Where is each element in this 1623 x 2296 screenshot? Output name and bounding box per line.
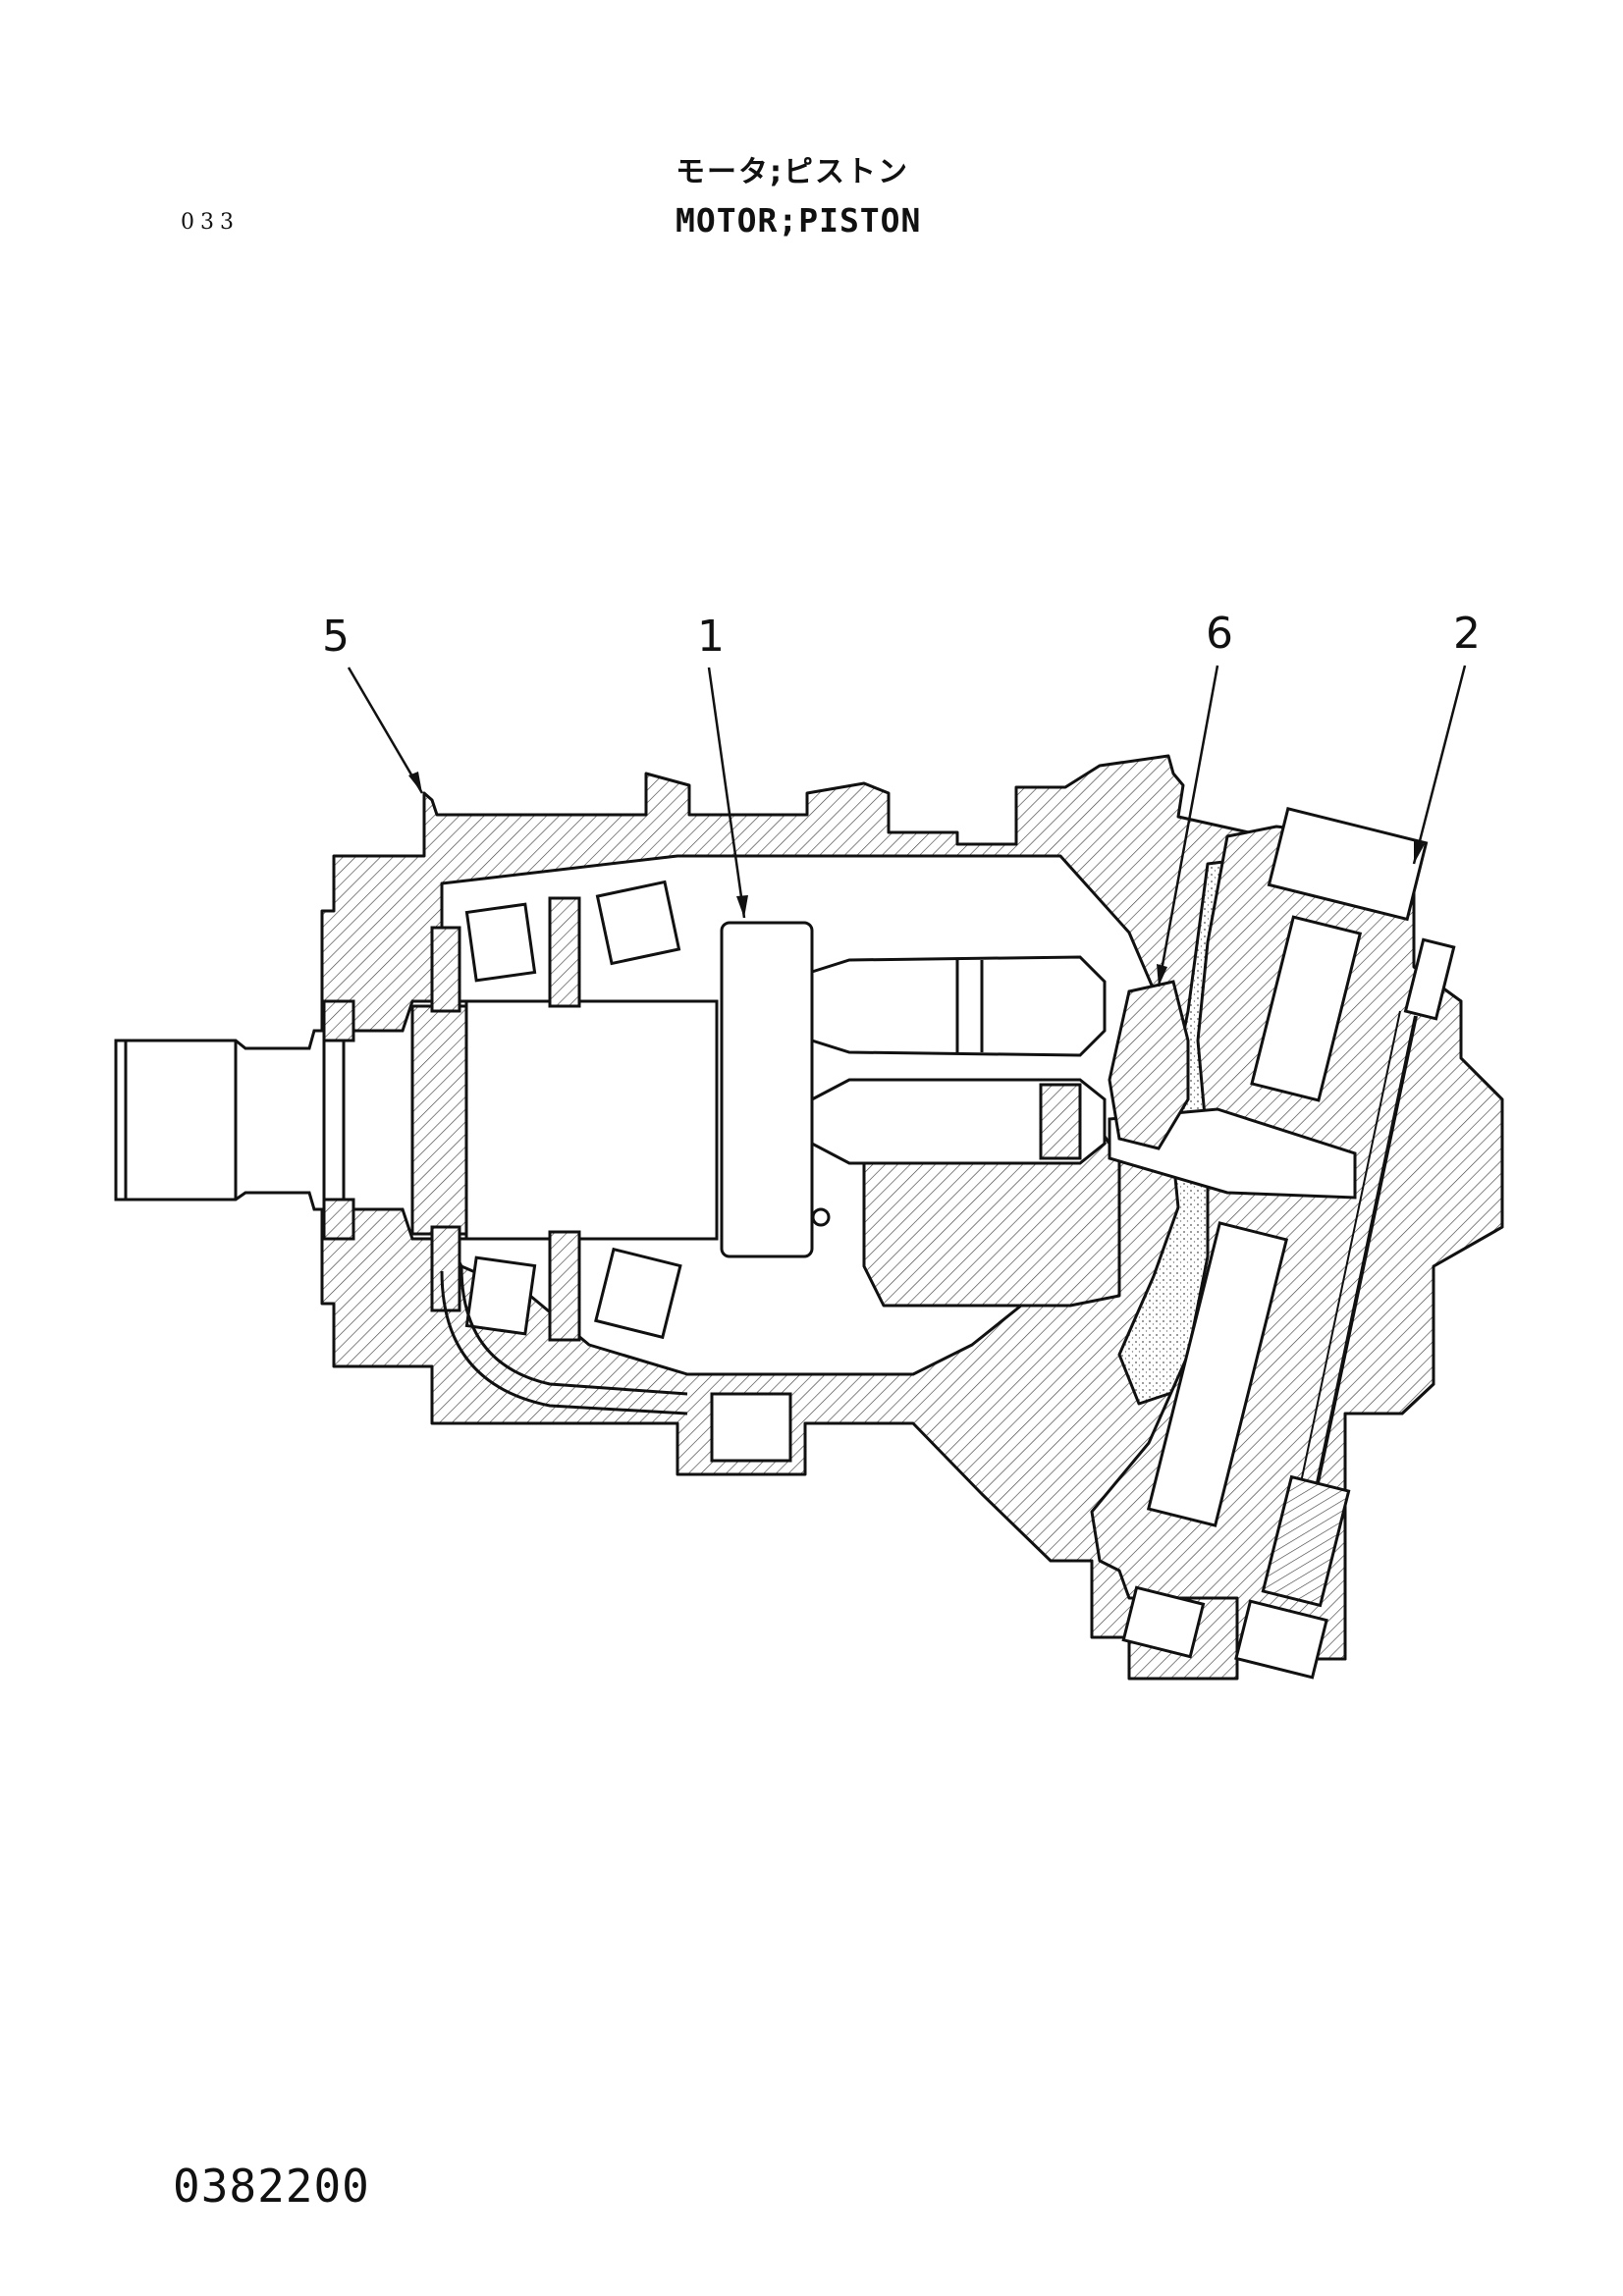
callout-1: 1 bbox=[697, 612, 748, 919]
callout-2: 2 bbox=[1412, 609, 1481, 865]
callout-label-2: 2 bbox=[1453, 609, 1481, 659]
pistons bbox=[810, 955, 1357, 1200]
title-japanese: モータ;ピストン bbox=[676, 155, 909, 189]
callout-label-5: 5 bbox=[322, 612, 350, 662]
callout-6: 6 bbox=[1157, 609, 1233, 988]
title-english: MOTOR;PISTON bbox=[676, 201, 922, 240]
output-shaft bbox=[114, 999, 719, 1241]
valve-plate bbox=[1108, 980, 1190, 1150]
callout-label-6: 6 bbox=[1206, 609, 1233, 659]
page-number: 033 bbox=[181, 210, 240, 235]
oil-passage bbox=[440, 1265, 792, 1463]
callout-label-1: 1 bbox=[697, 612, 725, 662]
drawing-number: 0382200 bbox=[173, 2160, 370, 2213]
bearings bbox=[322, 880, 682, 1342]
regulator-assembly bbox=[1121, 806, 1456, 1680]
callout-5: 5 bbox=[322, 612, 424, 794]
